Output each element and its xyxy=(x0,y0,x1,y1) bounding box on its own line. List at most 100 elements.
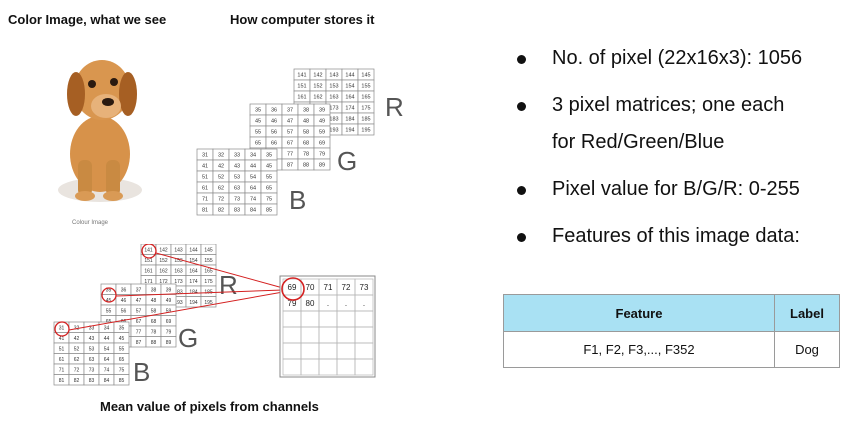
label-b-top: B xyxy=(289,185,306,215)
matrix-b-bottom-value: 82 xyxy=(74,378,80,384)
highlight-b-pixel xyxy=(54,321,70,337)
cell-features: F1, F2, F3,..., F352 xyxy=(503,331,775,368)
header-feature: Feature xyxy=(503,294,775,332)
matrix-b-bottom-value: 33 xyxy=(89,325,95,331)
matrix-r-bottom-value: 162 xyxy=(159,268,168,274)
matrix-g-top-value: 78 xyxy=(303,152,309,158)
bullet-pixel-count: No. of pixel (22x16x3): 1056 xyxy=(512,40,802,77)
matrix-g-top-value: 57 xyxy=(287,130,293,136)
matrix-b-bottom-value: 75 xyxy=(119,367,125,373)
matrix-r-top-value: 174 xyxy=(345,106,354,112)
matrix-b-top-value: 52 xyxy=(218,175,224,181)
matrix-b-top-value: 72 xyxy=(218,197,224,203)
matrix-g-top-value: 79 xyxy=(319,152,325,158)
connector-g xyxy=(115,289,284,297)
matrix-g-bottom-value: 87 xyxy=(136,340,142,346)
matrix-b-bottom-value: 35 xyxy=(119,325,125,331)
matrix-b-bottom: 3132333435414243444551525354556162636465… xyxy=(53,321,130,386)
matrix-g-top-value: 47 xyxy=(287,119,293,125)
matrix-r-bottom-value: 163 xyxy=(174,268,183,274)
bullet-list: No. of pixel (22x16x3): 1056 3 pixel mat… xyxy=(512,40,802,265)
matrix-b-top-value: 54 xyxy=(250,175,256,181)
matrix-g-bottom-value: 67 xyxy=(136,319,142,325)
matrix-r-top-value: 165 xyxy=(361,95,370,101)
matrix-b-top-value: 85 xyxy=(266,208,272,214)
matrix-b-bottom-value: 53 xyxy=(89,346,95,352)
matrix-b-bottom-value: 44 xyxy=(104,336,110,342)
matrix-g-bottom-value: 38 xyxy=(151,287,157,293)
matrix-b-top-value: 35 xyxy=(266,153,272,159)
matrix-r-bottom-value: 171 xyxy=(144,279,153,285)
matrix-g-bottom-value: 69 xyxy=(166,319,172,325)
matrix-g-top-value: 37 xyxy=(287,108,293,114)
matrix-b-bottom-value: 61 xyxy=(59,357,65,363)
matrix-b-top-value: 84 xyxy=(250,208,256,214)
mean-matrix-value: . xyxy=(345,299,347,308)
matrix-r-top-value: 153 xyxy=(329,84,338,90)
matrix-g-bottom-value: 89 xyxy=(166,340,172,346)
matrix-r-bottom-value: 144 xyxy=(189,247,198,253)
bullet-text: No. of pixel (22x16x3): 1056 xyxy=(552,47,803,69)
matrix-g-top-value: 39 xyxy=(319,108,325,114)
matrix-r-bottom-value: 154 xyxy=(189,258,198,264)
matrix-b-top-value: 44 xyxy=(250,164,256,170)
matrix-r-top-value: 164 xyxy=(345,95,354,101)
matrix-r-bottom-value: 193 xyxy=(174,300,183,306)
matrix-r-bottom-value: 183 xyxy=(174,289,183,295)
feature-label-table: Feature Label F1, F2, F3,..., F352 Dog xyxy=(503,294,840,368)
matrix-g-bottom-value: 56 xyxy=(121,308,127,314)
bottom-caption: Mean value of pixels from channels xyxy=(100,399,319,414)
matrix-r-top-value: 152 xyxy=(313,84,322,90)
matrix-g-bottom-value: 77 xyxy=(136,329,142,335)
matrix-r-top-value: 161 xyxy=(297,95,306,101)
matrix-b-bottom-value: 34 xyxy=(104,325,110,331)
matrix-b-bottom-value: 45 xyxy=(119,336,125,342)
matrix-r-top-value: 141 xyxy=(297,73,306,79)
matrix-g-top-cell xyxy=(313,158,331,171)
matrix-b-bottom-value: 54 xyxy=(104,346,110,352)
table-header-row: Feature Label xyxy=(503,294,840,332)
connector-r xyxy=(155,252,284,289)
matrix-b-bottom-value: 84 xyxy=(104,378,110,384)
matrix-r-top-value: 194 xyxy=(345,128,354,134)
matrix-r-bottom-value: 155 xyxy=(204,258,213,264)
bullet-dot-icon xyxy=(517,233,526,242)
connector-b xyxy=(68,291,284,331)
header-computer-stores: How computer stores it xyxy=(230,12,375,27)
mean-matrix-value: 71 xyxy=(324,283,333,292)
matrix-g-bottom-value: 78 xyxy=(151,329,157,335)
matrix-g-top-value: 88 xyxy=(303,163,309,169)
matrix-g-bottom-value: 39 xyxy=(166,287,172,293)
matrix-b-bottom-value: 73 xyxy=(89,367,95,373)
matrix-b-top-value: 61 xyxy=(202,186,208,192)
matrix-g-top-value: 69 xyxy=(319,141,325,147)
matrix-b-bottom-value: 71 xyxy=(59,367,65,373)
matrix-b-bottom-cell xyxy=(113,374,130,386)
matrix-b-top-value: 74 xyxy=(250,197,256,203)
matrix-r-top-value: 154 xyxy=(345,84,354,90)
bullet-dot-icon xyxy=(517,186,526,195)
table-row: F1, F2, F3,..., F352 Dog xyxy=(503,331,840,368)
matrix-b-top-value: 41 xyxy=(202,164,208,170)
matrix-g-top-value: 36 xyxy=(271,108,277,114)
matrix-b-top-value: 63 xyxy=(234,186,240,192)
header-label: Label xyxy=(774,294,840,332)
matrix-b-bottom-value: 81 xyxy=(59,378,65,384)
matrix-r-bottom-value: 153 xyxy=(174,258,183,264)
matrix-g-top-value: 66 xyxy=(271,141,277,147)
header-color-image: Color Image, what we see xyxy=(8,12,167,27)
matrix-r-bottom-value: 165 xyxy=(204,268,213,274)
matrix-r-top-value: 185 xyxy=(361,117,370,123)
matrix-g-bottom-value: 58 xyxy=(151,308,157,314)
mean-matrix-value: 80 xyxy=(306,299,315,308)
matrix-b-bottom-value: 83 xyxy=(89,378,95,384)
matrix-r-bottom-value: 145 xyxy=(204,247,213,253)
matrix-g-top-value: 87 xyxy=(287,163,293,169)
matrix-g-bottom-value: 45 xyxy=(106,298,112,304)
matrix-b-bottom-value: 31 xyxy=(59,325,65,331)
bullet-text-line1: 3 pixel matrices; one each xyxy=(552,94,785,116)
matrix-b-bottom-value: 62 xyxy=(74,357,80,363)
